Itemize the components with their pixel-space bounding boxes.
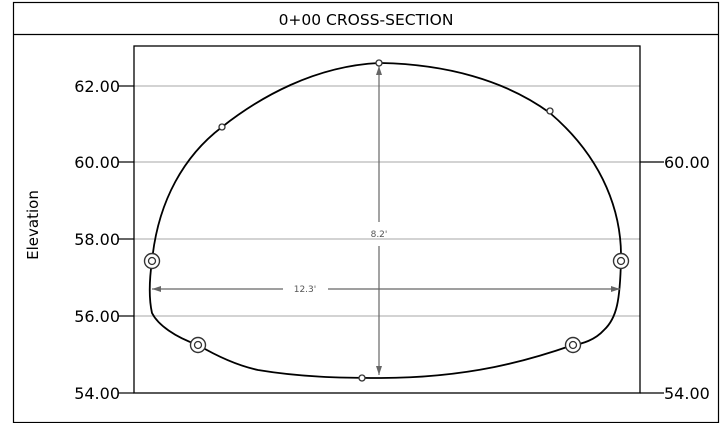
height-dimension-label: 8.2' — [371, 230, 388, 240]
width-dimension: 12.3' — [152, 285, 620, 295]
control-point-right-spring[interactable] — [612, 252, 630, 270]
left-axis-label: Elevation — [24, 190, 42, 260]
outer-frame — [12, 1, 720, 424]
height-arrow-bottom — [376, 366, 382, 375]
control-point-inner-ring — [147, 256, 157, 266]
grid-lines — [134, 85, 640, 317]
plot-frame — [133, 45, 641, 394]
vertex-handle-crown[interactable] — [375, 59, 383, 67]
left-axis: 62.00 60.00 58.00 56.00 54.00 Elevation — [24, 77, 134, 403]
right-axis: 60.00 54.00 — [640, 153, 710, 403]
control-point-inner-ring — [616, 256, 626, 266]
control-point-left-haunch[interactable] — [189, 336, 207, 354]
left-tick-label: 62.00 — [74, 77, 120, 96]
left-tick-label: 60.00 — [74, 153, 120, 172]
height-arrow-top — [376, 66, 382, 75]
control-point-inner-ring — [568, 340, 578, 350]
control-point-left-spring[interactable] — [143, 252, 161, 270]
left-tick-label: 58.00 — [74, 230, 120, 249]
left-tick-label: 56.00 — [74, 307, 120, 326]
width-arrow-left — [152, 286, 161, 292]
right-tick-label: 60.00 — [664, 153, 710, 172]
vertex-handle-invert[interactable] — [358, 374, 366, 382]
width-arrow-right — [611, 286, 620, 292]
control-point-handles[interactable] — [143, 252, 630, 354]
view-title: 0+00 CROSS-SECTION — [279, 11, 454, 29]
vertex-handle-upper-right[interactable] — [546, 107, 554, 115]
vertex-handles[interactable] — [218, 59, 554, 382]
vertex-handle-upper-left[interactable] — [218, 123, 226, 131]
left-tick-label: 54.00 — [74, 384, 120, 403]
control-point-right-haunch[interactable] — [564, 336, 582, 354]
right-tick-label: 54.00 — [664, 384, 710, 403]
width-dimension-label: 12.3' — [294, 285, 317, 295]
height-dimension: 8.2' — [371, 66, 388, 375]
control-point-inner-ring — [193, 340, 203, 350]
